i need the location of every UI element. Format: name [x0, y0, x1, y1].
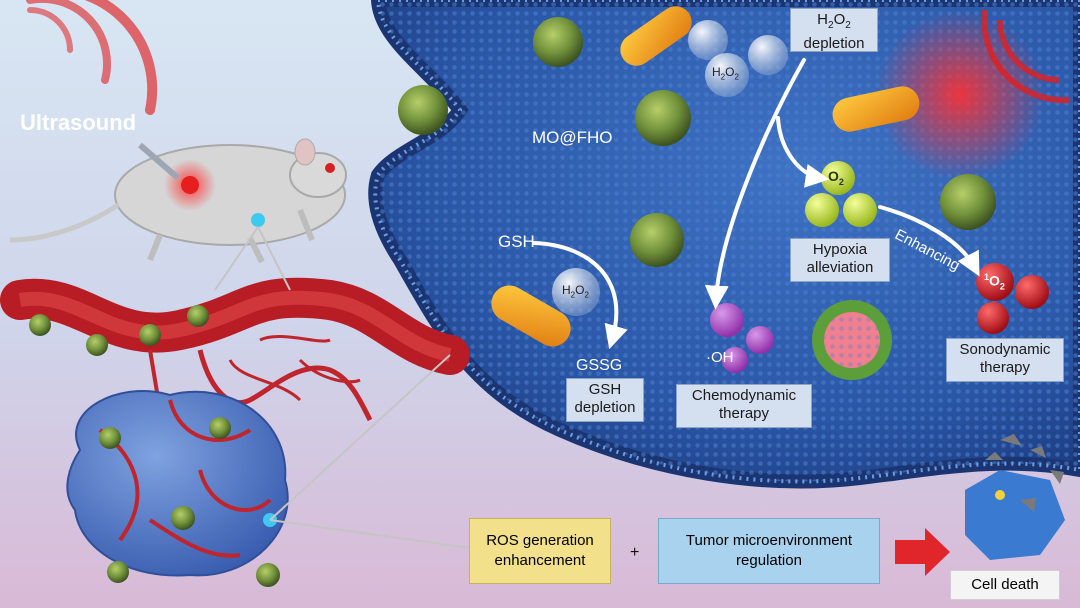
- gssg-label: GSSG: [576, 357, 623, 374]
- h2o2-molecule-label-left: H2O2: [562, 283, 589, 300]
- mouse-illustration: [9, 138, 347, 264]
- h2o2-o: O: [833, 11, 846, 28]
- plus-sign: +: [630, 544, 640, 561]
- o2-molecule: [805, 161, 877, 227]
- depletion-word: depletion: [803, 35, 865, 52]
- h2o2-depletion-box: H2O2 depletion: [790, 8, 878, 52]
- singlet-oxygen: [976, 263, 1049, 334]
- ultrasound-label: Ultrasound: [20, 110, 137, 135]
- cell-death-label: Cell death: [950, 570, 1060, 600]
- gsh-label: GSH: [498, 232, 535, 251]
- callout-lines: [214, 226, 471, 549]
- h2o2-h: H: [817, 11, 829, 28]
- h2o2-bubbles: [552, 20, 788, 316]
- h2o2-sub2: 2: [845, 20, 851, 31]
- nanoparticles: [29, 17, 996, 587]
- singlet-oxygen-label: 1O2: [984, 272, 1005, 292]
- nanoparticle-cross-section: [812, 300, 892, 380]
- cell-death-illustration: [965, 434, 1065, 560]
- h2o2-molecule-label-top: H2O2: [712, 65, 739, 82]
- ultrasound-waves-left: [26, 0, 158, 115]
- ultrasound-waves-right: [981, 9, 1071, 104]
- mitochondria: [491, 6, 920, 347]
- ultrasound-glow-right: [875, 10, 1045, 180]
- red-arrow-icon: [895, 528, 950, 576]
- o2-label: O2: [828, 168, 844, 187]
- hydroxyl-radicals: [710, 303, 774, 373]
- hydroxyl-label: ·OH: [706, 349, 734, 366]
- nanoparticle-label: MO@FHO: [532, 128, 613, 147]
- reaction-arrows: [532, 58, 980, 350]
- tumor-illustration: [66, 390, 289, 577]
- h2o2-sub1: 2: [828, 20, 834, 31]
